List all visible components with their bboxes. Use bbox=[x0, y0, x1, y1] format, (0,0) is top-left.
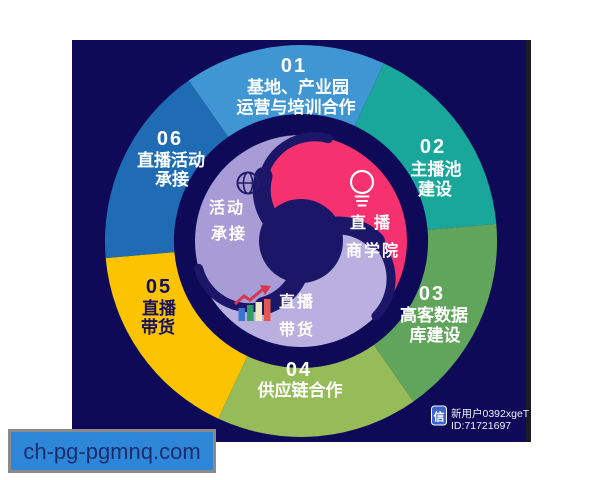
outer-ring: 01 基地、产业园 运营与培训合作 02 主播池 建设 03 高客数据 库建设 … bbox=[104, 45, 498, 437]
blade-sales-label-line2: 带货 bbox=[279, 320, 315, 339]
blade-live-academy-label-line1: 直播 bbox=[350, 213, 398, 232]
watermark-user-id: ID:71721697 bbox=[451, 420, 511, 432]
footer-link-box bbox=[8, 429, 216, 473]
watermark-badge-glyph: 信 bbox=[434, 410, 445, 424]
center-hub bbox=[194, 132, 396, 321]
ring-segment-02 bbox=[354, 63, 497, 230]
ring-segment-04 bbox=[218, 345, 414, 437]
footer-link: ch-pg-pgmnq.com bbox=[8, 429, 216, 473]
globe-icon bbox=[236, 171, 260, 195]
ring-segment-03 bbox=[373, 223, 498, 402]
ring-segment-06-label-line1: 直播活动 bbox=[137, 150, 205, 170]
bar-chart-icon bbox=[234, 285, 271, 321]
ring-segment-01 bbox=[188, 45, 384, 137]
ring-segment-01-label-line2: 运营与培训合作 bbox=[237, 97, 356, 117]
ring-segment-02-label-line2: 建设 bbox=[418, 179, 452, 199]
inner-blade-live-academy bbox=[261, 136, 407, 316]
blade-activity-label-line1: 活动 bbox=[209, 198, 245, 217]
ring-segment-06-label-line2: 承接 bbox=[155, 169, 189, 189]
ring-segment-06-number: 06 bbox=[157, 128, 183, 150]
watermark-badge-icon bbox=[431, 405, 447, 426]
ring-segment-02-number: 02 bbox=[420, 136, 446, 158]
ring-segment-03-label-line2: 库建设 bbox=[410, 325, 461, 345]
panel-right-edge bbox=[526, 40, 531, 442]
ring-segment-01-label-line1: 基地、产业园 bbox=[246, 77, 349, 97]
ring-segment-06 bbox=[104, 80, 229, 259]
ring-segment-05-label-line1: 直播 bbox=[142, 298, 177, 318]
ring-segment-04-label-line1: 供应链合作 bbox=[257, 380, 343, 400]
watermark: 信 新用户0392xgeT ID:71721697 bbox=[431, 405, 530, 432]
ring-segment-04-number: 04 bbox=[286, 359, 312, 381]
hub-core bbox=[259, 199, 343, 283]
inner-pinwheel: 直播 商学院 活动 承接 直播 带货 bbox=[194, 132, 407, 347]
footer-link-text: ch-pg-pgmnq.com bbox=[23, 439, 200, 464]
ring-segment-05-number: 05 bbox=[146, 276, 172, 298]
ring-segment-05-label-line2: 带货 bbox=[141, 317, 175, 337]
blade-activity-label-line2: 承接 bbox=[211, 224, 247, 243]
ring-segment-05 bbox=[105, 252, 248, 419]
lightbulb-icon bbox=[349, 169, 375, 207]
blade-live-academy-label-line2: 商学院 bbox=[346, 241, 400, 260]
ring-segment-02-label-line1: 主播池 bbox=[411, 159, 462, 179]
ring-segment-01-number: 01 bbox=[281, 55, 307, 77]
watermark-username: 新用户0392xgeT bbox=[451, 407, 530, 420]
blade-sales-label-line1: 直播 bbox=[279, 292, 315, 311]
ring-segment-03-label-line1: 高客数据 bbox=[400, 305, 468, 325]
ring-segment-03-number: 03 bbox=[419, 283, 445, 305]
